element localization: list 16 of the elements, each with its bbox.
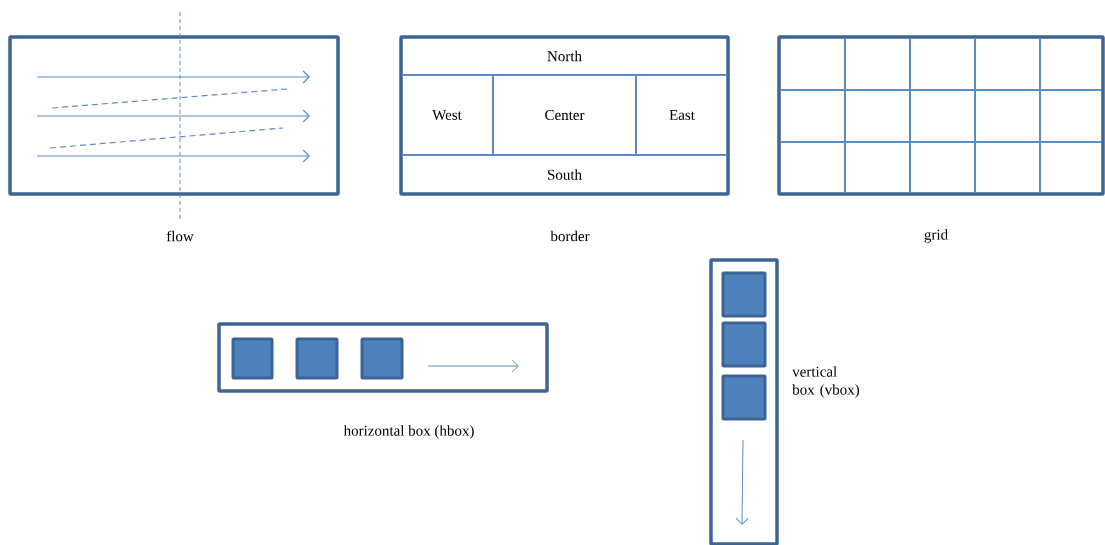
cell-label: North: [547, 50, 582, 62]
square-block: [231, 337, 274, 380]
cell-label: East: [669, 110, 695, 120]
node-label: grid: [924, 229, 948, 243]
node-label: horizontal box (hbox): [343, 425, 474, 439]
square-block: [295, 337, 339, 380]
cell-label: Center: [545, 109, 585, 121]
cell-label: West: [432, 109, 462, 120]
square-block: [721, 374, 767, 421]
node-label: border: [550, 230, 590, 242]
cell-label: South: [548, 169, 582, 180]
square-block: [721, 271, 767, 318]
node-label: flow: [166, 230, 194, 242]
node-label: vertical box (vbox): [792, 366, 859, 398]
square-block: [721, 321, 767, 368]
square-block: [360, 337, 404, 380]
